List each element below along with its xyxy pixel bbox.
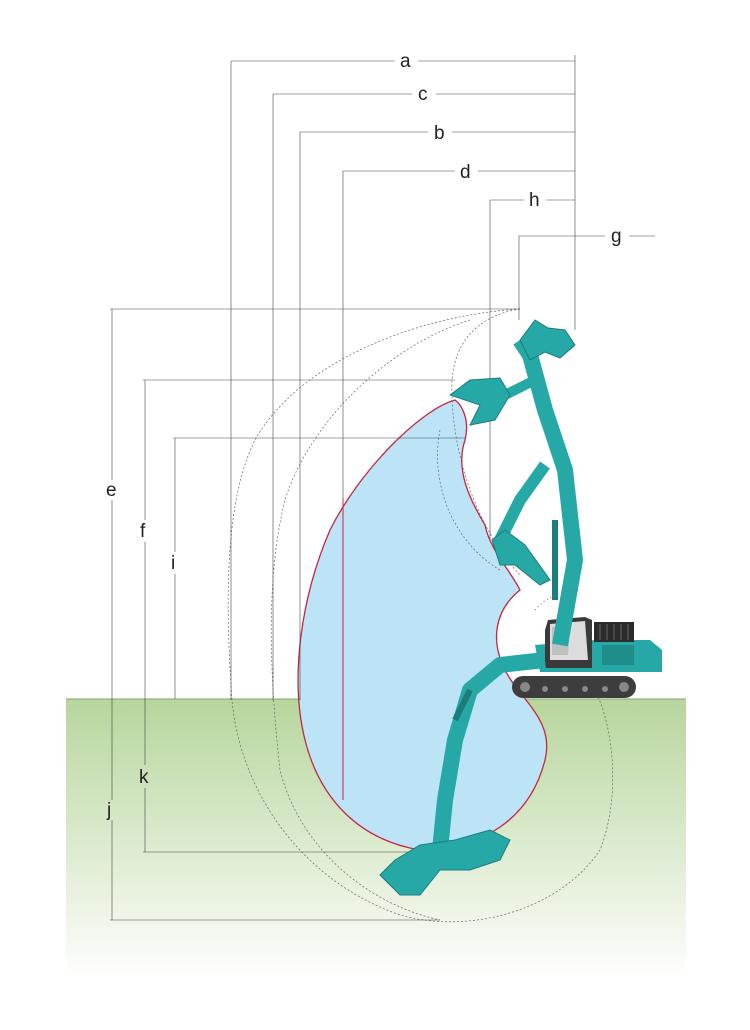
label-g: g [611,226,622,247]
label-h: h [529,190,540,211]
label-c: c [418,84,428,105]
reach-envelope-mid [270,319,471,921]
reach-envelope-crusher [437,429,501,571]
reach-envelope-outer [227,308,614,923]
swing-arc [534,589,581,611]
label-k: k [139,767,149,788]
demolition-excavator-icon [379,319,662,896]
label-b: b [434,123,445,144]
label-f: f [140,521,146,542]
label-j: j [106,800,111,821]
crusher-attachment-icon [519,319,576,361]
label-d: d [460,162,471,183]
reach-envelope-inner [451,308,521,576]
label-a: a [400,51,411,72]
label-i: i [171,553,175,574]
label-e: e [106,480,117,501]
working-area-region [297,399,548,851]
